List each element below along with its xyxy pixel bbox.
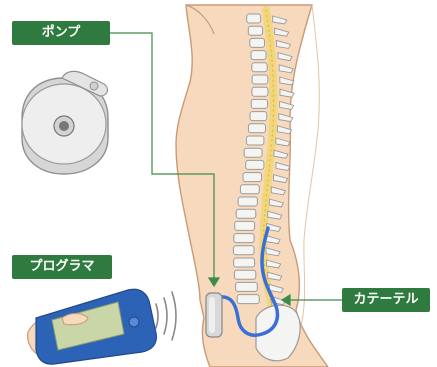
vertebra bbox=[236, 282, 258, 291]
vertebra bbox=[252, 75, 268, 84]
vertebra bbox=[243, 173, 262, 182]
programmer-label: プログラマ bbox=[12, 255, 112, 279]
vertebra bbox=[250, 38, 265, 47]
vertebra bbox=[251, 99, 267, 108]
vertebra bbox=[236, 209, 256, 218]
implantable-pump-icon bbox=[22, 71, 108, 174]
vertebra bbox=[237, 295, 259, 304]
vertebra bbox=[234, 234, 254, 243]
vertebra bbox=[240, 185, 259, 194]
vertebra bbox=[234, 258, 255, 267]
vertebra bbox=[246, 160, 264, 169]
vertebra bbox=[252, 87, 268, 96]
catheter-label: カテーテル bbox=[342, 288, 430, 312]
vertebra bbox=[234, 270, 255, 279]
vertebra bbox=[233, 246, 254, 255]
vertebra bbox=[244, 148, 262, 157]
handheld-programmer-icon bbox=[28, 289, 157, 364]
vertebra bbox=[252, 63, 267, 72]
pump-label: ポンプ bbox=[12, 21, 110, 45]
vertebra bbox=[247, 14, 261, 23]
vertebra bbox=[246, 136, 264, 145]
vertebra bbox=[235, 221, 255, 230]
vertebra bbox=[238, 197, 257, 206]
vertebra bbox=[250, 112, 267, 121]
wireless-signal-icon bbox=[156, 292, 176, 340]
vertebra bbox=[248, 26, 262, 35]
implanted-pump bbox=[206, 293, 222, 337]
vertebra bbox=[251, 51, 266, 60]
vertebra bbox=[248, 124, 265, 133]
